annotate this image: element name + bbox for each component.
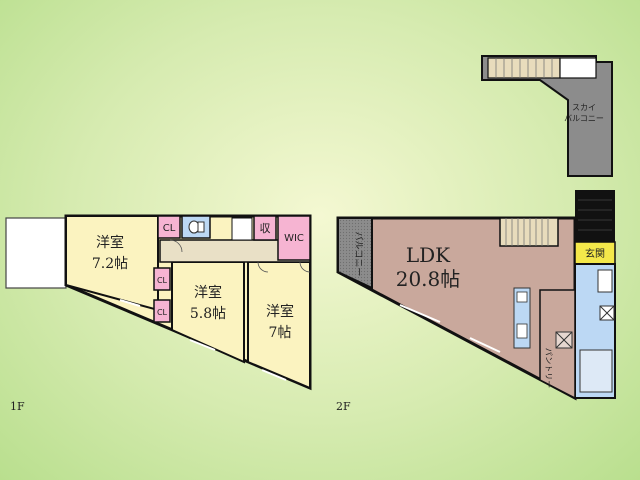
bathtub-icon xyxy=(579,349,613,393)
room-western-7-2-size: 7.2帖 xyxy=(92,256,128,272)
sky-balcony-label-2: バルコニー xyxy=(564,114,604,123)
exterior-area xyxy=(5,217,67,289)
floor-1-label: 1F xyxy=(10,400,25,413)
storage xyxy=(253,215,277,241)
closet-top xyxy=(157,215,181,239)
roof-stair xyxy=(487,57,561,79)
closet-mid xyxy=(153,267,171,291)
closet-low-label: CL xyxy=(157,308,168,317)
ldk-size: 20.8帖 xyxy=(396,267,461,291)
walk-in-closet xyxy=(277,215,311,261)
door-swing-icon xyxy=(299,261,311,273)
floor-2-plan: LDK 20.8帖 バルコニー 玄関 パントリー 2F xyxy=(336,190,616,413)
rooftop-plan: スカイ バルコニー xyxy=(481,55,613,177)
floor-1-plan: 洋室 7.2帖 洋室 5.8帖 洋室 7帖 CL CL CL 収 WIC 1F xyxy=(5,214,312,413)
toilet-icon xyxy=(597,269,613,293)
fridge-icon xyxy=(555,331,573,349)
room-western-7-name: 洋室 xyxy=(266,303,294,320)
stair-steps xyxy=(505,218,549,246)
roof-stair-steps xyxy=(495,58,553,78)
closet-low xyxy=(153,299,171,323)
window-icon xyxy=(261,369,287,381)
room-western-5-8-size: 5.8帖 xyxy=(190,306,226,322)
ldk-name: LDK xyxy=(406,243,451,267)
sink-icon xyxy=(197,221,205,233)
floor-2-label: 2F xyxy=(336,400,351,413)
room-western-5-8-name: 洋室 xyxy=(194,284,222,301)
sky-balcony-label-1: スカイ xyxy=(572,103,596,112)
pantry-label: パントリー xyxy=(544,348,553,388)
balcony-label: バルコニー xyxy=(353,232,364,277)
stove-icon xyxy=(516,291,528,303)
entrance-label: 玄関 xyxy=(585,247,605,260)
roof-landing xyxy=(559,57,597,79)
stair-2f xyxy=(499,217,559,247)
storage-label: 収 xyxy=(260,222,271,235)
balcony-2f xyxy=(337,217,373,290)
stair-shaft xyxy=(575,190,615,242)
stair-1f xyxy=(231,217,253,241)
closet-mid-label: CL xyxy=(157,276,168,285)
window-icon xyxy=(119,299,141,307)
closet-top-label: CL xyxy=(163,223,176,234)
room-western-7-2-name: 洋室 xyxy=(96,234,124,251)
room-western-7-size: 7帖 xyxy=(269,325,292,341)
washer-icon xyxy=(599,305,615,321)
window-icon xyxy=(189,339,216,351)
window-icon xyxy=(399,304,441,323)
door-swing-icon xyxy=(257,261,269,273)
window-icon xyxy=(469,337,501,353)
walk-in-closet-label: WIC xyxy=(284,233,304,244)
door-swing-icon xyxy=(169,239,183,253)
shaft-lines xyxy=(578,199,612,231)
sink-icon xyxy=(516,323,528,339)
